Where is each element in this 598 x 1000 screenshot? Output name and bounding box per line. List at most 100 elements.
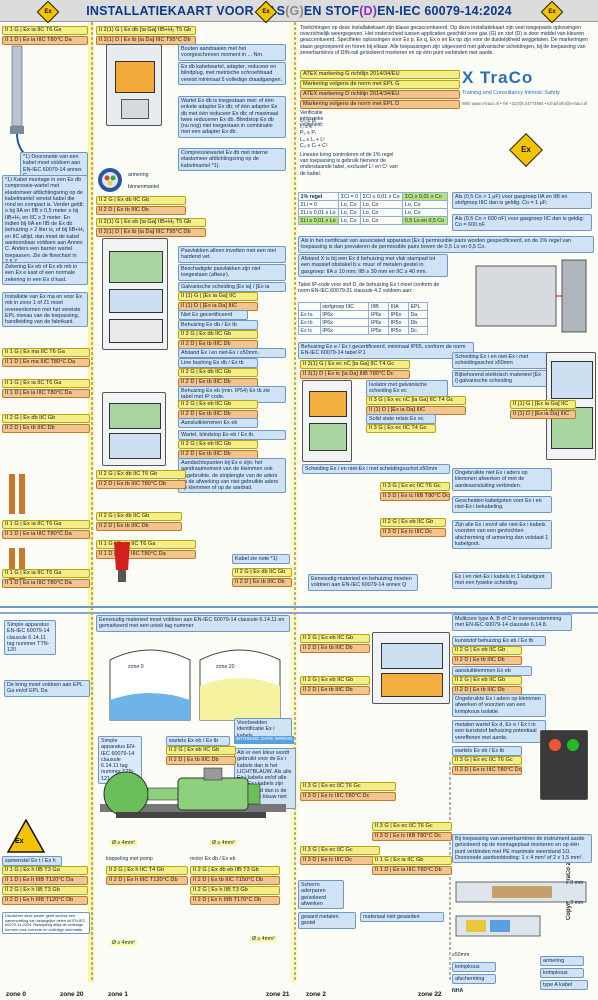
note-plastic-housing: kunststof behuizing Ex eb / Ex tb: [452, 636, 546, 647]
note-gland-eb: Wartel, blindstop Ex eb / Ex tb.: [178, 430, 286, 441]
label-dust: II 2 D | Ex tb IIIC Db: [300, 686, 370, 695]
label-armering: armering: [128, 172, 149, 178]
note-separate-trays: Gescheiden kabelgoten voor Ex i en niet-…: [452, 496, 552, 513]
verification-lines: U₀ ≤ Uᵢ I₀ ≤ Iᵢ P₀ ≤ Pᵢ L₀ ≥ Lᵢ + Lᶜ C₀ …: [300, 118, 328, 149]
xtraco-contact: Web www.x-traco.nl • Tel +31(0)6 2477496…: [462, 101, 588, 106]
verification-title: Verificatie intrinsieke veiligheid:: [300, 110, 324, 129]
ex-e-enclosure: [102, 238, 168, 350]
junction-box: [372, 632, 450, 704]
label-dust: II 2 D | Ex h IIIC T120°C Db: [106, 876, 188, 885]
note-cap-iic: Als (0,5 Co > 600 nF) voor gasgroep IIC …: [452, 214, 592, 231]
label-dust: II 2 D | Ex tb IIIC Db: [96, 522, 182, 531]
ip-table-intro: Tabel IP-code voor stof D, de behuizing …: [298, 282, 440, 295]
label-dust: II (1) D | [Ex ia Da] IIIC: [510, 410, 576, 419]
center-labels-6: II 1 G | Ex ia IIC T6 Ga II 1 D | Ex ia …: [96, 540, 196, 559]
isolator-module: [309, 391, 347, 417]
note-distance: Afstand Ex i en niet-Ex i ≥50mm.: [178, 348, 286, 359]
disclaimer: Disclaimer deze poster geeft slechts een…: [2, 912, 90, 935]
enclosure-window: [115, 61, 155, 93]
note-housing-ip65: Behuizing Ex e / Ex t gecertificeerd, mi…: [298, 342, 474, 359]
dim-3mm: ≥ 3 mm: [566, 900, 584, 906]
label-gas: II 2 G | Ex db IIC Gb: [2, 414, 90, 423]
earth-size-label: Ø ≥ 4mm²: [110, 840, 138, 847]
label-dust: II 2 D | Ex tb IIIC Db: [166, 756, 236, 765]
note-grease: Pasvlakken alleen invetten met een niet …: [178, 246, 286, 263]
label-gas: II 2 G | Ex eb IIC Gb: [178, 400, 258, 409]
earth-size-label: Ø ≥ 4mm²: [210, 840, 238, 847]
label-gas: II 3 G | Ex ec IIC T4 Gc: [366, 424, 436, 433]
label-dust: II 2 D | Ex tb IIIC Db: [452, 656, 522, 665]
barrier-block: [109, 289, 163, 313]
label-gas: II 3 G | Ex ec nC [ia Ga] IIC T4 Gc: [366, 396, 466, 405]
cable-tray-line: [0, 606, 598, 608]
label-gas: II 1 G | Ex ia IIC Gb: [372, 856, 452, 865]
label-dust: II 2 D | Ex h IIIB T170°C Db: [190, 896, 280, 905]
note-gland-adapter: Wartel Ex db is toegestaan met: of één e…: [178, 96, 286, 138]
label-gas: II 2 G | Ex db eb IIB T3 Gb: [190, 866, 280, 875]
label-gas: II 1 G | Ex h IIB T3 Ga: [2, 866, 88, 875]
note-ex-m-install: Installatie van Ex ma en voor Ex mb in z…: [2, 292, 88, 328]
pump-motor-assembly: [100, 767, 286, 818]
note-earthed-frame: geaard metalen gestel: [298, 912, 356, 929]
label-gas: II 2 G | Ex db IIC Gb: [96, 196, 186, 205]
note-separation-2: Scheiding Ex i en niet-Ex i met scheidin…: [452, 352, 548, 369]
title-gas-tag: (G): [285, 3, 304, 18]
note-associated-galvanic: Bijbehorend elektrisch materieel [Ex i] …: [452, 370, 548, 387]
note-wartels-right: wartels Ex eb / Ex tb: [452, 746, 522, 757]
label-dust: II 3(1) D | Ex tc [ia Da] IIIB T80°C Dc: [300, 370, 410, 379]
note-db-housing: Behuizing Ex db / Ex tb: [178, 320, 258, 331]
label-gas: II 3 G | Ex ec IIC T6 Gc: [452, 756, 522, 765]
label-gas: II 2 G | Ex h IIB T3 Gb: [2, 886, 88, 895]
note-zener: Bij toepassing van zenerbarrières de ins…: [452, 834, 592, 864]
label-gas: II 3(1) G | Ex ec nC [ia Ga] IIC T4 Gc: [300, 360, 410, 369]
marking-epl-d: Markering volgens de norm met EPL D: [300, 100, 460, 109]
nha-label: NHA: [452, 988, 464, 994]
motor-label: motor Ex db / Ex eb: [190, 856, 236, 862]
note-galvanic: Galvanische scheiding [Ex ia] / [Ex ia: [178, 282, 286, 293]
label-gas: II 2 G | Ex eb IIC Gb: [452, 646, 522, 655]
label-gas: II 1 G | Ex ia IIC T6 Ga: [2, 520, 90, 529]
label-dust: II 3 D | Ex tc IIIC Dc: [380, 528, 446, 537]
intrinsic-safe-wiring-tag: INTRINSIC SAFE WIRING: [234, 736, 294, 744]
label-dust: II 1 D | Ex ia IIIC T80°C Db: [372, 866, 452, 875]
label-dust: II 2 D | Ex tb IIIC Db: [232, 578, 292, 587]
right-labels-bottom-1: II 3 G | Ex ec IIC T6 Gc II 3 D | Ex tc …: [300, 782, 396, 801]
label-binnenmantel: binnenmantel: [128, 184, 160, 190]
zone-label-20: zone 20: [60, 991, 84, 998]
label-gas: II 2 G | Ex db IIC T6 Gb: [96, 470, 186, 479]
label-gas: II 2 G | Ex eb IIC Gb: [380, 518, 446, 527]
simple-apparatus-tag-120: Simple apparatus EN-IEC 60079-14 clausul…: [4, 620, 56, 656]
terminal-strip: [109, 251, 163, 283]
note-no-earth: materiaal niet geaarden: [360, 912, 444, 923]
green-button-icon: [567, 739, 579, 751]
label-dust: II 1 D | Ex ma IIIC T80°C Da: [2, 358, 90, 367]
label-dust: II 1 D | Ex ia IIIC T80°C Da: [2, 530, 90, 539]
note-isolator: Isolator met galvanische scheiding Ex ec: [366, 380, 448, 397]
plastic-labels: II 2 G | Ex eb IIC Gb II 2 D | Ex tb III…: [452, 646, 522, 665]
left-labels-group-2: II 1 G | Ex ma IIC T6 Ga II 1 D | Ex ma …: [2, 348, 90, 433]
label-dust: II 1 D | Ex ia IIIC T80°C Da: [96, 550, 196, 559]
marking-legend: ATEX markering G richtlijn 2014/34/EU Ma…: [300, 70, 460, 109]
center-labels-2: II 2 G | Ex db IIC Gb II 2 D | Ex tb III…: [96, 172, 186, 215]
note-terminals-eb: aansluitklemmen Ex eb: [452, 666, 532, 677]
right-labels-bottom-3: II 3 G | Ex ec IIC Gc II 3 D | Ex tc III…: [300, 846, 380, 865]
note-ssr: Solid state relais Ex ec: [366, 414, 436, 425]
zone-label-1: zone 1: [108, 991, 128, 998]
note-wartels: wartels Ex eb / Ex tb: [166, 736, 230, 747]
note-metal-gland: metalen wartel Ex d, Ex e / Ex t in een …: [452, 720, 546, 743]
label-type-a: type A kabel: [540, 980, 588, 991]
label-gas: II 2 G | Ex db IIC Gb: [178, 330, 258, 339]
label-dust: II 2 D | Ex tb IIIC T80°C Db: [96, 480, 186, 489]
note-bolts: Bouten aandraaien met het voorgeschreven…: [178, 44, 286, 61]
note-associated: Als in het certificaat van associated ap…: [298, 236, 594, 253]
right-labels-2: II 3 G | Ex ec IIC T6 Gc II 3 D | Ex tc …: [380, 482, 450, 501]
label-dust: II 2 D | Ex h IIIB T120°C Db: [2, 896, 88, 905]
isolator-enclosure: [302, 380, 352, 462]
terminal-strip: [381, 643, 443, 669]
label-armering-right: armering: [540, 956, 584, 967]
coupling-label: koppeling met pomp: [106, 856, 153, 862]
zone-label-21: zone 21: [266, 991, 290, 998]
push-button-station: [540, 730, 588, 800]
